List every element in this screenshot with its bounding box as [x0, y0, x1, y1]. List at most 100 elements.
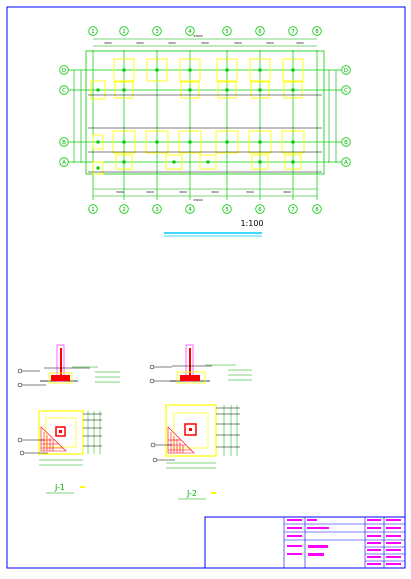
- axis-bubble-top-6: 6: [255, 26, 265, 36]
- j1-mark: [80, 486, 85, 488]
- svg-text:3600: 3600: [146, 190, 154, 194]
- section-detail-1: [17, 344, 120, 388]
- footing-c-2: [217, 81, 237, 99]
- footing-c-0-column: [122, 88, 126, 92]
- axis-bubble-bottom-4: 4: [185, 204, 195, 214]
- axis-bubble-top-8-label: 8: [315, 29, 319, 35]
- footing-c-1-column: [188, 88, 192, 92]
- top-dimension-lines: [73, 38, 337, 197]
- footing-d-4-column: [188, 68, 192, 72]
- axis-bubble-left-B: B: [59, 137, 69, 147]
- footing-a-3: [251, 154, 269, 170]
- footing-d-6: [249, 58, 271, 82]
- footing-a-1-column: [172, 160, 176, 164]
- footing-b-1: [92, 134, 104, 150]
- footing-a-0: [115, 154, 133, 170]
- axis-bubble-top-6-label: 6: [258, 29, 262, 35]
- axis-bubble-left-D-label: D: [62, 68, 66, 74]
- footing-pads: [90, 58, 305, 175]
- footing-a-2-column: [206, 160, 210, 164]
- axis-bubble-top-1-label: 1: [91, 29, 95, 35]
- axis-bubble-bottom-7: 7: [288, 204, 298, 214]
- footing-c-4-column: [291, 88, 295, 92]
- axis-bubble-bottom-6-label: 6: [258, 207, 262, 213]
- footing-c-2-column: [225, 88, 229, 92]
- axis-bubble-bottom-1: 1: [88, 204, 98, 214]
- j2-mark: [211, 492, 216, 494]
- axis-bubble-left-A-label: A: [62, 160, 66, 166]
- axis-bubble-top-2: 2: [119, 26, 129, 36]
- building-outline: [85, 50, 325, 175]
- svg-text:3600: 3600: [266, 41, 274, 45]
- svg-text:3600: 3600: [104, 41, 112, 45]
- footing-d-2-column: [122, 68, 126, 72]
- axis-bubble-right-D-label: D: [344, 68, 348, 74]
- axis-bubble-top-3: 3: [152, 26, 162, 36]
- axis-bubble-bottom-1-label: 1: [91, 207, 95, 213]
- footing-d-3-column: [155, 68, 159, 72]
- footing-b-4: [178, 130, 202, 154]
- axis-bubble-right-C-label: C: [344, 88, 348, 94]
- axis-bubble-top-5-label: 5: [225, 29, 229, 35]
- axis-bubble-bottom-5-label: 5: [225, 207, 229, 213]
- svg-text:3600: 3600: [211, 190, 219, 194]
- footing-c-0: [114, 81, 134, 99]
- axis-bubble-bottom-6: 6: [255, 204, 265, 214]
- dimension-text: 33600 3600 3600 3600 3600 3600 3600 3600…: [104, 34, 304, 202]
- footing-c-1-column: [96, 88, 100, 92]
- footing-b-2-column: [122, 140, 126, 144]
- axis-bubble-top-4-label: 4: [188, 29, 192, 35]
- footing-b-7: [281, 130, 305, 154]
- footing-a-4-column: [291, 160, 295, 164]
- axis-bubble-bottom-5: 5: [222, 204, 232, 214]
- axis-bubble-top-4: 4: [185, 26, 195, 36]
- svg-text:3600: 3600: [179, 190, 187, 194]
- axis-bubble-right-A: A: [341, 157, 351, 167]
- axis-bubble-bottom-7-label: 7: [291, 207, 295, 213]
- footing-detail-j2: J-2: [150, 404, 240, 500]
- axis-bubble-right-B-label: B: [344, 140, 348, 146]
- svg-text:3600: 3600: [234, 41, 242, 45]
- footing-b-5: [215, 130, 239, 154]
- axis-bubble-bottom-8-label: 8: [315, 207, 319, 213]
- footing-b-4-column: [188, 140, 192, 144]
- axis-grid-lines: [66, 50, 344, 200]
- axis-bubble-bottom-3-label: 3: [155, 207, 159, 213]
- svg-text:3600: 3600: [283, 190, 291, 194]
- footing-b-7-column: [291, 140, 295, 144]
- axis-bubble-left-D: D: [59, 65, 69, 75]
- title-block: [204, 516, 406, 569]
- svg-text:3600: 3600: [201, 41, 209, 45]
- footing-d-7: [282, 58, 304, 82]
- axis-bubble-left-C-label: C: [62, 88, 66, 94]
- footing-b-2: [112, 130, 136, 154]
- axis-bubble-bottom-8: 8: [312, 204, 322, 214]
- axis-bubble-top-7-label: 7: [291, 29, 295, 35]
- footing-b-6-column: [258, 140, 262, 144]
- axis-bubble-top-1: 1: [88, 26, 98, 36]
- axis-bubble-right-D: D: [341, 65, 351, 75]
- footing-c-1: [180, 81, 200, 99]
- scale-label: 1:100: [240, 219, 263, 228]
- footing-d-3: [146, 58, 168, 82]
- svg-text:33600: 33600: [193, 198, 203, 202]
- footing-b-3-column: [155, 140, 159, 144]
- footing-c-3: [250, 81, 270, 99]
- axis-bubble-bottom-4-label: 4: [188, 207, 192, 213]
- svg-text:3600: 3600: [136, 41, 144, 45]
- axis-bubble-bottom-2-label: 2: [122, 207, 126, 213]
- footing-d-4: [179, 58, 201, 82]
- axis-bubble-left-B-label: B: [62, 140, 66, 146]
- foundation-plan: 33600 3600 3600 3600 3600 3600 3600 3600…: [59, 26, 351, 214]
- footing-a-2: [199, 154, 217, 170]
- axis-bubble-right-C: C: [341, 85, 351, 95]
- footing-detail-j1: J-1: [17, 410, 102, 494]
- footing-d-2: [113, 58, 135, 82]
- footing-c-1: [90, 80, 106, 100]
- svg-text:3600: 3600: [246, 190, 254, 194]
- axis-bubble-top-5: 5: [222, 26, 232, 36]
- footing-c-3-column: [258, 88, 262, 92]
